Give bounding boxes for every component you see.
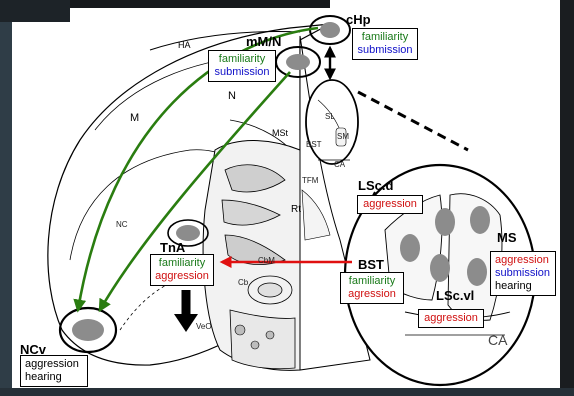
ncv-nucleus <box>72 319 104 341</box>
brainstem-nucleus-1 <box>235 325 245 335</box>
photo-bg-bottom <box>0 388 574 396</box>
bst-function-box: familiarity agression <box>340 272 404 304</box>
cbm-anatomy-label: CbM <box>258 256 275 265</box>
sl-anatomy-label: SL <box>325 112 335 121</box>
mmn-nucleus <box>286 54 310 70</box>
zoom-connector <box>358 92 468 150</box>
chp-box-line-1: familiarity <box>357 31 413 44</box>
lscd-nucleus-2 <box>470 206 490 234</box>
chp-label: cHp <box>346 12 371 27</box>
bst-box-line-2: agression <box>345 288 399 301</box>
photo-bg-right <box>560 0 574 396</box>
ms-box-line-2: submission <box>495 267 551 280</box>
brainstem-nucleus-3 <box>266 331 274 339</box>
lscd-box-line-1: aggression <box>362 198 418 211</box>
n-anatomy-label: N <box>228 90 236 102</box>
chp-nucleus <box>320 22 340 38</box>
bst-box-line-1: familiarity <box>345 275 399 288</box>
cb-anatomy-label: Cb <box>238 278 248 287</box>
ms-box-line-1: aggression <box>495 254 551 267</box>
veo-anatomy-label: VeO <box>196 322 212 331</box>
ms-function-box: aggression submission hearing <box>490 251 556 296</box>
ms-label: MS <box>497 230 517 245</box>
mmn-box-line-1: familiarity <box>213 53 271 66</box>
tna-box-line-2: aggression <box>155 270 209 283</box>
lscvl-nucleus-1 <box>430 254 450 282</box>
ncv-box-line-2: hearing <box>25 371 83 384</box>
brainstem-nucleus-2 <box>251 341 259 349</box>
photo-bg-top <box>70 0 330 8</box>
tna-label: TnA <box>160 240 185 255</box>
mst-anatomy-label: MSt <box>272 128 288 138</box>
mmn-box-line-2: submission <box>213 66 271 79</box>
m-anatomy-label: M <box>130 112 139 124</box>
ncv-function-box: aggression hearing <box>20 355 88 387</box>
rt-anatomy-label: Rt <box>291 204 301 215</box>
tna-box-line-1: familiarity <box>155 257 209 270</box>
mmn-function-box: familiarity submission <box>208 50 276 82</box>
ca-anatomy-label: CA <box>334 160 345 169</box>
sm-anatomy-label: SM <box>337 132 349 141</box>
cb-ring-inner <box>258 283 282 297</box>
lscvl-box-line-1: aggression <box>423 312 479 325</box>
bst-nucleus <box>400 234 420 262</box>
brainstem <box>230 310 295 369</box>
mmn-label: mM/N <box>246 34 281 49</box>
ca-large-anatomy-label: CA <box>488 332 507 348</box>
tna-nucleus <box>176 225 200 241</box>
lscd-function-box: aggression <box>357 195 423 214</box>
lscd-label: LSc.d <box>358 178 393 193</box>
tna-function-box: familiarity aggression <box>150 254 214 286</box>
lscvl-label: LSc.vl <box>436 288 474 303</box>
nc-anatomy-label: NC <box>116 220 128 229</box>
bst-anatomy-label: BST <box>306 140 322 149</box>
bst-label: BST <box>358 257 384 272</box>
ncv-box-line-1: aggression <box>25 358 83 371</box>
chp-function-box: familiarity submission <box>352 28 418 60</box>
lscd-nucleus-1 <box>435 208 455 236</box>
lscvl-function-box: aggression <box>418 309 484 328</box>
photo-bg-top-left <box>0 0 70 22</box>
photo-bg-left <box>0 0 12 396</box>
ms-box-line-3: hearing <box>495 280 551 293</box>
lateral-septum-small <box>306 80 358 164</box>
chp-box-line-2: submission <box>357 44 413 57</box>
tfm-anatomy-label: TFM <box>302 176 318 185</box>
ha-anatomy-label: HA <box>178 40 191 50</box>
lscvl-nucleus-2 <box>467 258 487 286</box>
